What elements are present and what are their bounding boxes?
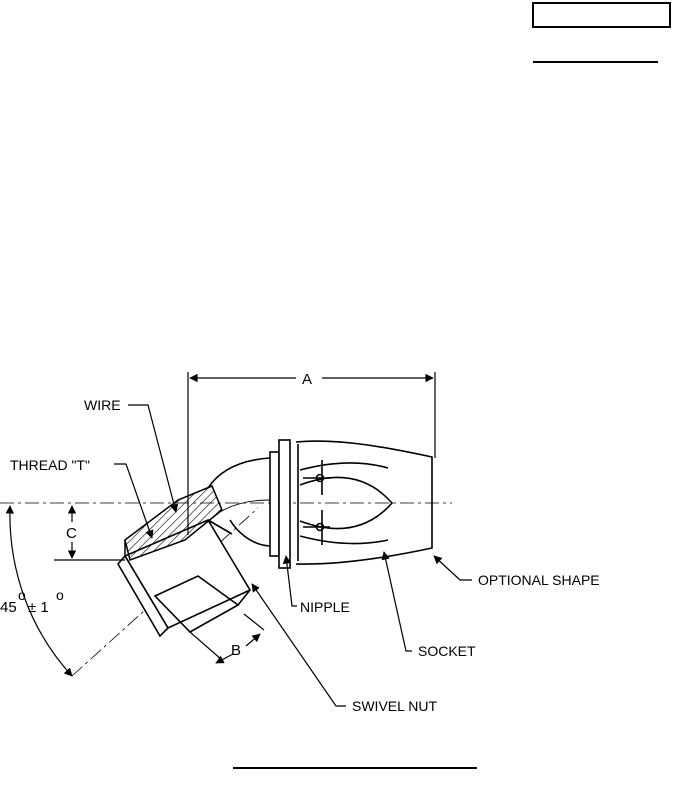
bent-tube — [207, 457, 271, 547]
socket-body — [295, 440, 433, 565]
dimension-a-label: A — [302, 371, 312, 388]
tolerance-degree-mark: o — [56, 587, 64, 603]
leader-thread — [114, 463, 154, 539]
leader-swivel-nut — [251, 583, 346, 707]
angle-arc — [5, 505, 73, 677]
dimension-c — [54, 505, 125, 561]
dimension-a — [187, 372, 436, 535]
title-box — [532, 2, 671, 28]
label-optional-shape: OPTIONAL SHAPE — [478, 572, 600, 588]
label-wire: WIRE — [84, 397, 121, 413]
label-thread: THREAD "T" — [10, 457, 90, 473]
label-nipple: NIPPLE — [300, 599, 350, 615]
label-swivel-nut: SWIVEL NUT — [352, 698, 437, 714]
angle-degree-mark: o — [18, 587, 26, 603]
angle-tolerance: ± 1 — [28, 599, 49, 616]
dimension-c-label: C — [66, 525, 77, 542]
dimension-b-label: B — [231, 642, 241, 659]
dimension-b — [189, 613, 265, 664]
thread-section — [124, 485, 223, 561]
nipple-flange — [269, 439, 291, 569]
leader-socket — [381, 551, 412, 652]
leader-nipple — [282, 555, 297, 607]
label-socket: SOCKET — [418, 643, 476, 659]
leader-optional-shape — [433, 555, 472, 581]
leader-wire — [128, 404, 179, 513]
angle-value: 45 — [0, 599, 17, 616]
